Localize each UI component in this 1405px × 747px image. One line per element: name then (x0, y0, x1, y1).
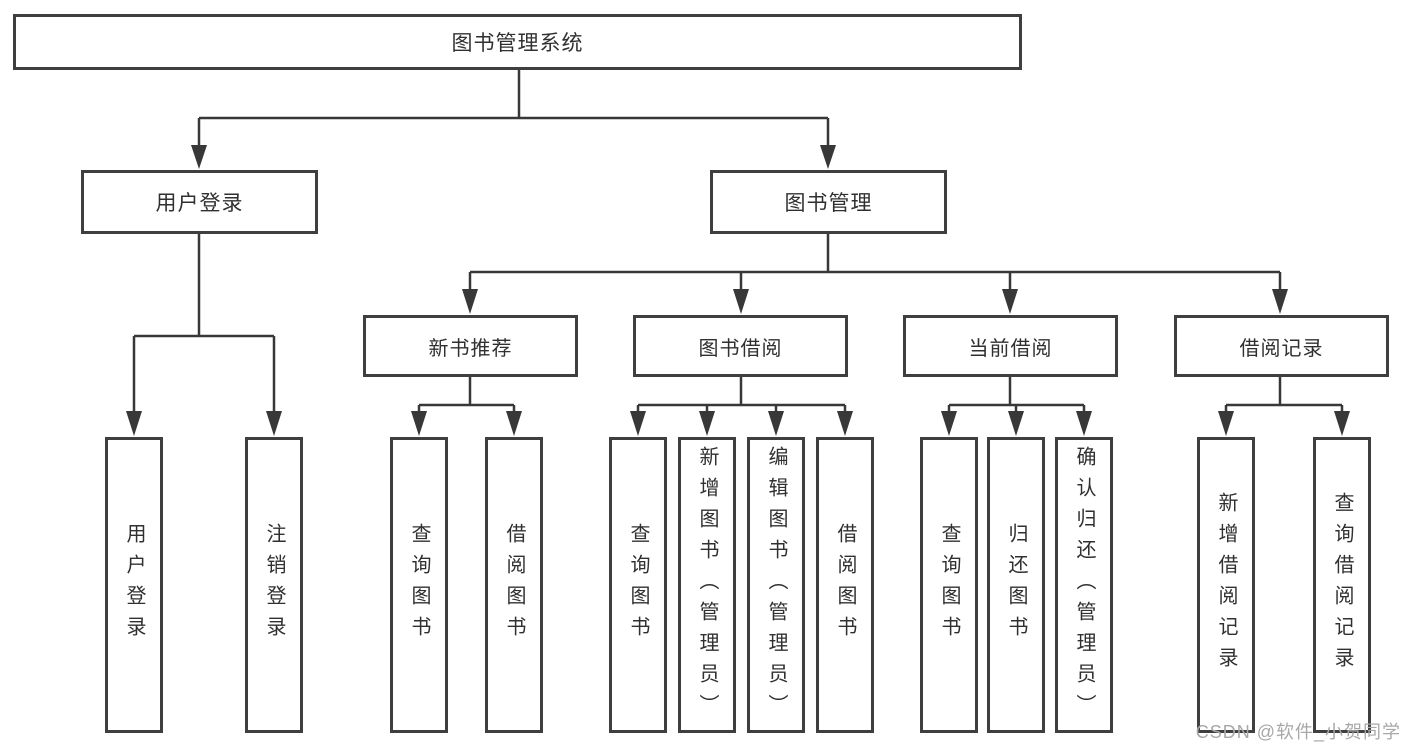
arrow-down-icons-level3 (462, 289, 1288, 314)
leaf-query-books-current: 查询图书 (920, 437, 978, 733)
leaf-return-books: 归还图书 (987, 437, 1045, 733)
leaf-label: 借阅图书 (834, 523, 856, 647)
arrow-down-icons-level2 (191, 145, 836, 169)
leaf-borrow-books: 借阅图书 (816, 437, 874, 733)
leaf-label: 归还图书 (1005, 523, 1027, 647)
node-book-borrowing: 图书借阅 (633, 315, 848, 377)
connector-user-login (132, 234, 276, 415)
node-label: 图书借阅 (698, 337, 783, 360)
arrow-down-icons-leaves (411, 411, 1350, 436)
node-borrowing-records: 借阅记录 (1174, 315, 1389, 377)
node-new-book-recommendation: 新书推荐 (363, 315, 578, 377)
node-book-management: 图书管理 (710, 170, 947, 234)
leaf-query-books-borrow: 查询图书 (609, 437, 667, 733)
connector-new-book-recommendation (417, 377, 516, 415)
leaf-label: 注销登录 (263, 523, 285, 647)
leaf-label: 编辑图书（管理员） (765, 445, 787, 725)
node-label: 图书管理 (784, 192, 873, 215)
leaf-label: 新增图书（管理员） (696, 445, 718, 725)
node-user-login: 用户登录 (81, 170, 318, 234)
leaf-add-borrow-record: 新增借阅记录 (1197, 437, 1255, 733)
leaf-logout: 注销登录 (245, 437, 303, 733)
node-label: 用户登录 (155, 192, 244, 215)
leaf-borrow-books-recommend: 借阅图书 (485, 437, 543, 733)
connector-book-management (468, 234, 1282, 293)
leaf-label: 确认归还（管理员） (1073, 445, 1095, 725)
leaf-label: 查询图书 (627, 523, 649, 647)
leaf-label: 用户登录 (123, 523, 145, 647)
connector-borrowing-records (1224, 377, 1344, 415)
csdn-watermark: CSDN @软件_小贺同学 (1195, 722, 1401, 742)
leaf-user-login: 用户登录 (105, 437, 163, 733)
node-library-management-system: 图书管理系统 (13, 14, 1022, 70)
connector-root (197, 70, 830, 150)
leaf-label: 新增借阅记录 (1215, 492, 1237, 678)
leaf-query-borrow-record: 查询借阅记录 (1313, 437, 1371, 733)
leaf-label: 借阅图书 (503, 523, 525, 647)
node-label: 图书管理系统 (451, 32, 584, 55)
leaf-edit-book-admin: 编辑图书（管理员） (747, 437, 805, 733)
arrow-down-icons-login-children (126, 411, 282, 436)
leaf-add-book-admin: 新增图书（管理员） (678, 437, 736, 733)
connector-book-borrowing (636, 377, 847, 415)
node-label: 借阅记录 (1239, 337, 1324, 360)
leaf-label: 查询借阅记录 (1331, 492, 1353, 678)
leaf-confirm-return-admin: 确认归还（管理员） (1055, 437, 1113, 733)
connector-current-borrowing (947, 377, 1086, 415)
node-label: 当前借阅 (968, 337, 1053, 360)
node-current-borrowing: 当前借阅 (903, 315, 1118, 377)
leaf-label: 查询图书 (408, 523, 430, 647)
node-label: 新书推荐 (428, 337, 513, 360)
leaf-label: 查询图书 (938, 523, 960, 647)
leaf-query-books-recommend: 查询图书 (390, 437, 448, 733)
